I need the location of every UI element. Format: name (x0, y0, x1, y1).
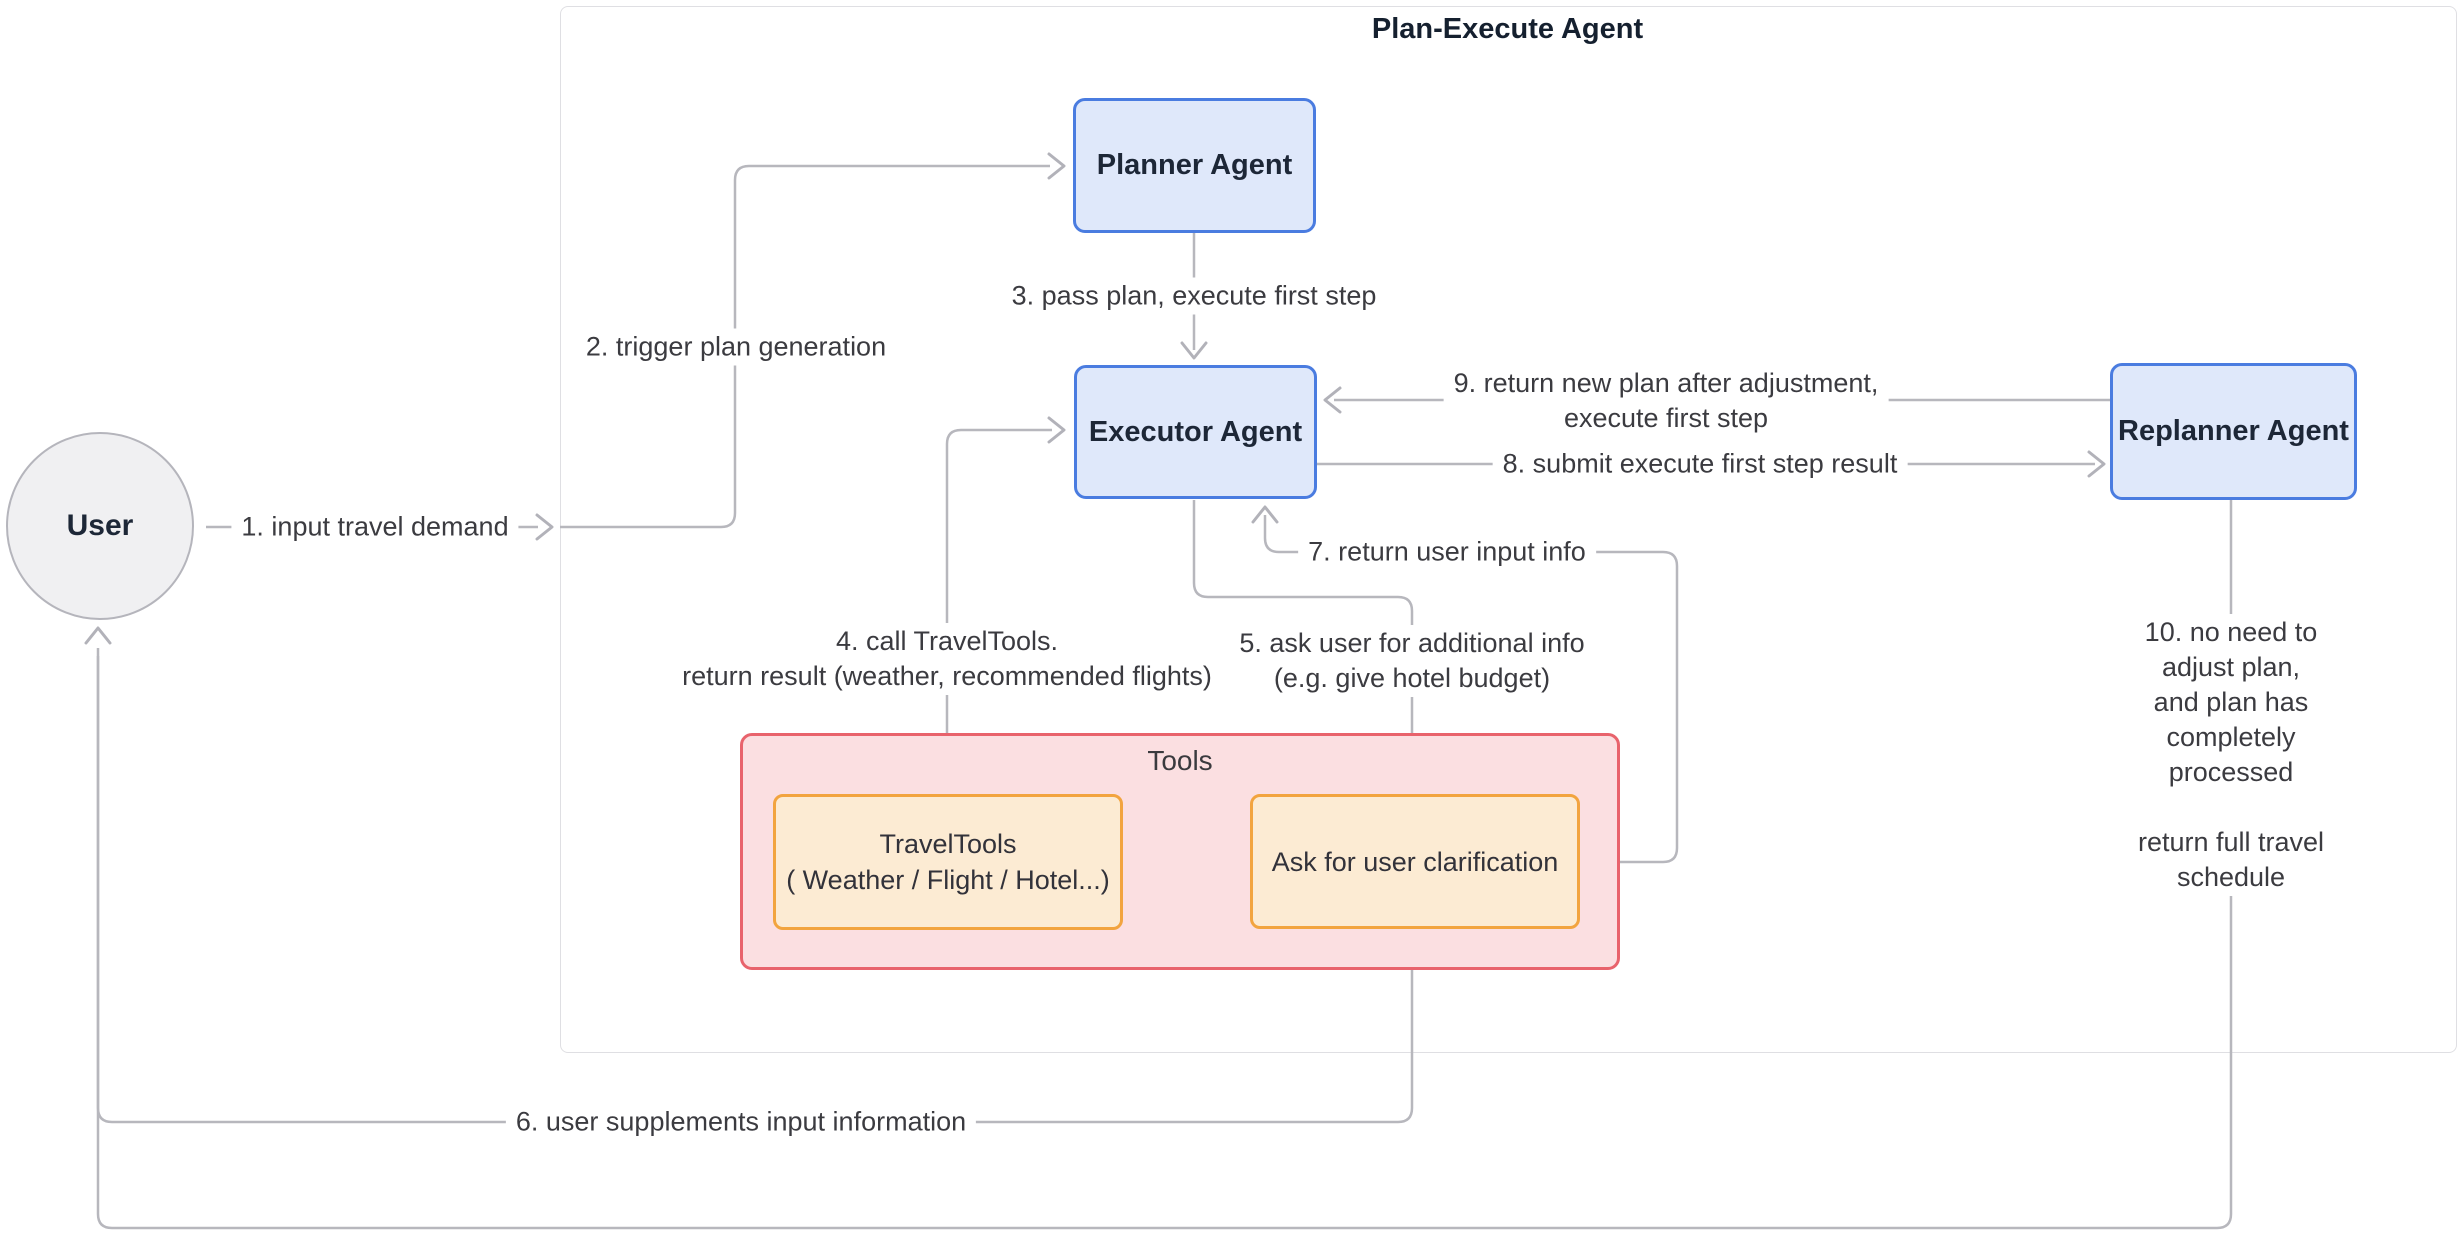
executor-agent-label: Executor Agent (1088, 415, 1303, 448)
edge-5-line (1192, 500, 1414, 781)
edge-10-label: 10. no need to adjust plan, and plan has… (2114, 614, 2348, 896)
edge-5-label: 5. ask user for additional info (e.g. gi… (1229, 625, 1595, 697)
edge-4-arrowhead-executor (1047, 416, 1066, 444)
edge-7-arrowhead (1251, 505, 1279, 524)
edge-1-label: 1. input travel demand (231, 508, 519, 546)
travel-tools-node: TravelTools ( Weather / Flight / Hotel..… (773, 794, 1123, 930)
edge-2-arrowhead (1047, 152, 1066, 180)
edge-9-label: 9. return new plan after adjustment, exe… (1443, 365, 1889, 437)
edge-10-line (96, 500, 2233, 1230)
edge-3-label: 3. pass plan, execute first step (1001, 277, 1387, 315)
user-node: User (6, 432, 194, 620)
planner-agent-label: Planner Agent (1096, 149, 1293, 181)
edge-8-label: 8. submit execute first step result (1492, 445, 1908, 483)
edge-2-label: 2. trigger plan generation (575, 328, 897, 366)
edge-6-label: 6. user supplements input information (505, 1103, 977, 1141)
replanner-agent-label: Replanner Agent (2118, 415, 2349, 447)
edge-4-line (945, 428, 1052, 781)
edge-9-arrowhead (1323, 386, 1342, 414)
edge-1-arrowhead (535, 513, 554, 541)
ask-user-clarification-node: Ask for user clarification (1250, 794, 1580, 929)
replanner-agent-node: Replanner Agent (2110, 363, 2357, 500)
planner-agent-node: Planner Agent (1073, 98, 1316, 233)
edge-8-arrowhead (2087, 450, 2106, 478)
edge-7-line (1263, 515, 1679, 864)
edge-7-label: 7. return user input info (1298, 533, 1596, 571)
edge-10-arrowhead (84, 626, 112, 645)
user-label: User (66, 509, 134, 542)
plan-execute-agent-title: Plan-Execute Agent (1371, 13, 1644, 45)
edge-4-label: 4. call TravelTools. return result (weat… (672, 623, 1222, 695)
ask-user-clarification-label: Ask for user clarification (1271, 846, 1559, 877)
travel-tools-label: TravelTools ( Weather / Flight / Hotel..… (786, 829, 1110, 895)
edge-3-arrowhead (1180, 341, 1208, 360)
executor-agent-node: Executor Agent (1074, 365, 1317, 499)
tools-group-title: Tools (1147, 745, 1213, 776)
